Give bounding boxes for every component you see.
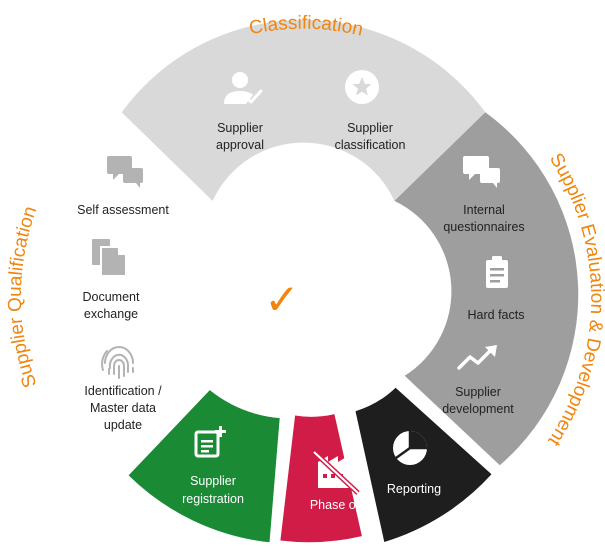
evaluation-item-hard-facts[interactable]: Hard facts <box>468 256 525 322</box>
evaluation-item-questionnaires[interactable]: Internal questionnaires <box>443 156 525 234</box>
trend-up-icon <box>457 345 497 370</box>
svg-text:Hard facts: Hard facts <box>468 308 525 322</box>
reporting-segment[interactable] <box>355 387 492 542</box>
factory-off-icon <box>312 450 360 495</box>
center-check-mark: ✓ <box>264 275 299 324</box>
chat-bubbles-icon <box>107 156 143 188</box>
svg-text:Document: Document <box>83 290 140 304</box>
svg-text:registration: registration <box>182 492 244 506</box>
evaluation-item-development[interactable]: Supplier development <box>442 345 514 416</box>
user-check-icon <box>224 72 263 104</box>
svg-text:update: update <box>104 418 142 432</box>
svg-text:Supplier: Supplier <box>217 121 263 135</box>
classification-segment[interactable] <box>121 19 486 201</box>
svg-text:Internal: Internal <box>463 203 505 217</box>
classification-item-classification[interactable]: Supplier classification <box>335 70 406 152</box>
documents-icon <box>92 239 127 277</box>
svg-text:Supplier: Supplier <box>190 474 236 488</box>
svg-text:questionnaires: questionnaires <box>443 220 524 234</box>
star-badge-icon <box>345 70 379 104</box>
evaluation-segment[interactable] <box>394 112 579 466</box>
svg-text:development: development <box>442 402 514 416</box>
classification-item-approval[interactable]: Supplier approval <box>216 72 264 152</box>
svg-text:approval: approval <box>216 138 264 152</box>
document-add-icon <box>194 426 226 458</box>
phase-out-item[interactable]: Phase out <box>310 450 367 512</box>
svg-text:Phase out: Phase out <box>310 498 367 512</box>
clipboard-icon <box>486 256 508 288</box>
svg-text:Self assessment: Self assessment <box>77 203 169 217</box>
svg-text:classification: classification <box>335 138 406 152</box>
chat-bubbles-icon <box>463 156 500 188</box>
svg-text:Identification /: Identification / <box>84 384 162 398</box>
qualification-item-identification[interactable]: Identification / Master data update <box>84 346 162 432</box>
qualification-item-document-exchange[interactable]: Document exchange <box>83 239 140 321</box>
fingerprint-icon <box>101 346 134 379</box>
pie-chart-icon <box>393 431 427 465</box>
svg-text:Supplier: Supplier <box>347 121 393 135</box>
qualification-item-self-assessment[interactable]: Self assessment <box>77 156 169 217</box>
qualification-title: Supplier Qualification <box>5 204 41 391</box>
registration-item[interactable]: Supplier registration <box>182 426 244 506</box>
svg-text:Master data: Master data <box>90 401 156 415</box>
svg-text:Supplier: Supplier <box>455 385 501 399</box>
registration-segment[interactable] <box>128 390 280 543</box>
svg-text:Reporting: Reporting <box>387 482 441 496</box>
reporting-item[interactable]: Reporting <box>387 431 441 496</box>
svg-text:exchange: exchange <box>84 307 138 321</box>
